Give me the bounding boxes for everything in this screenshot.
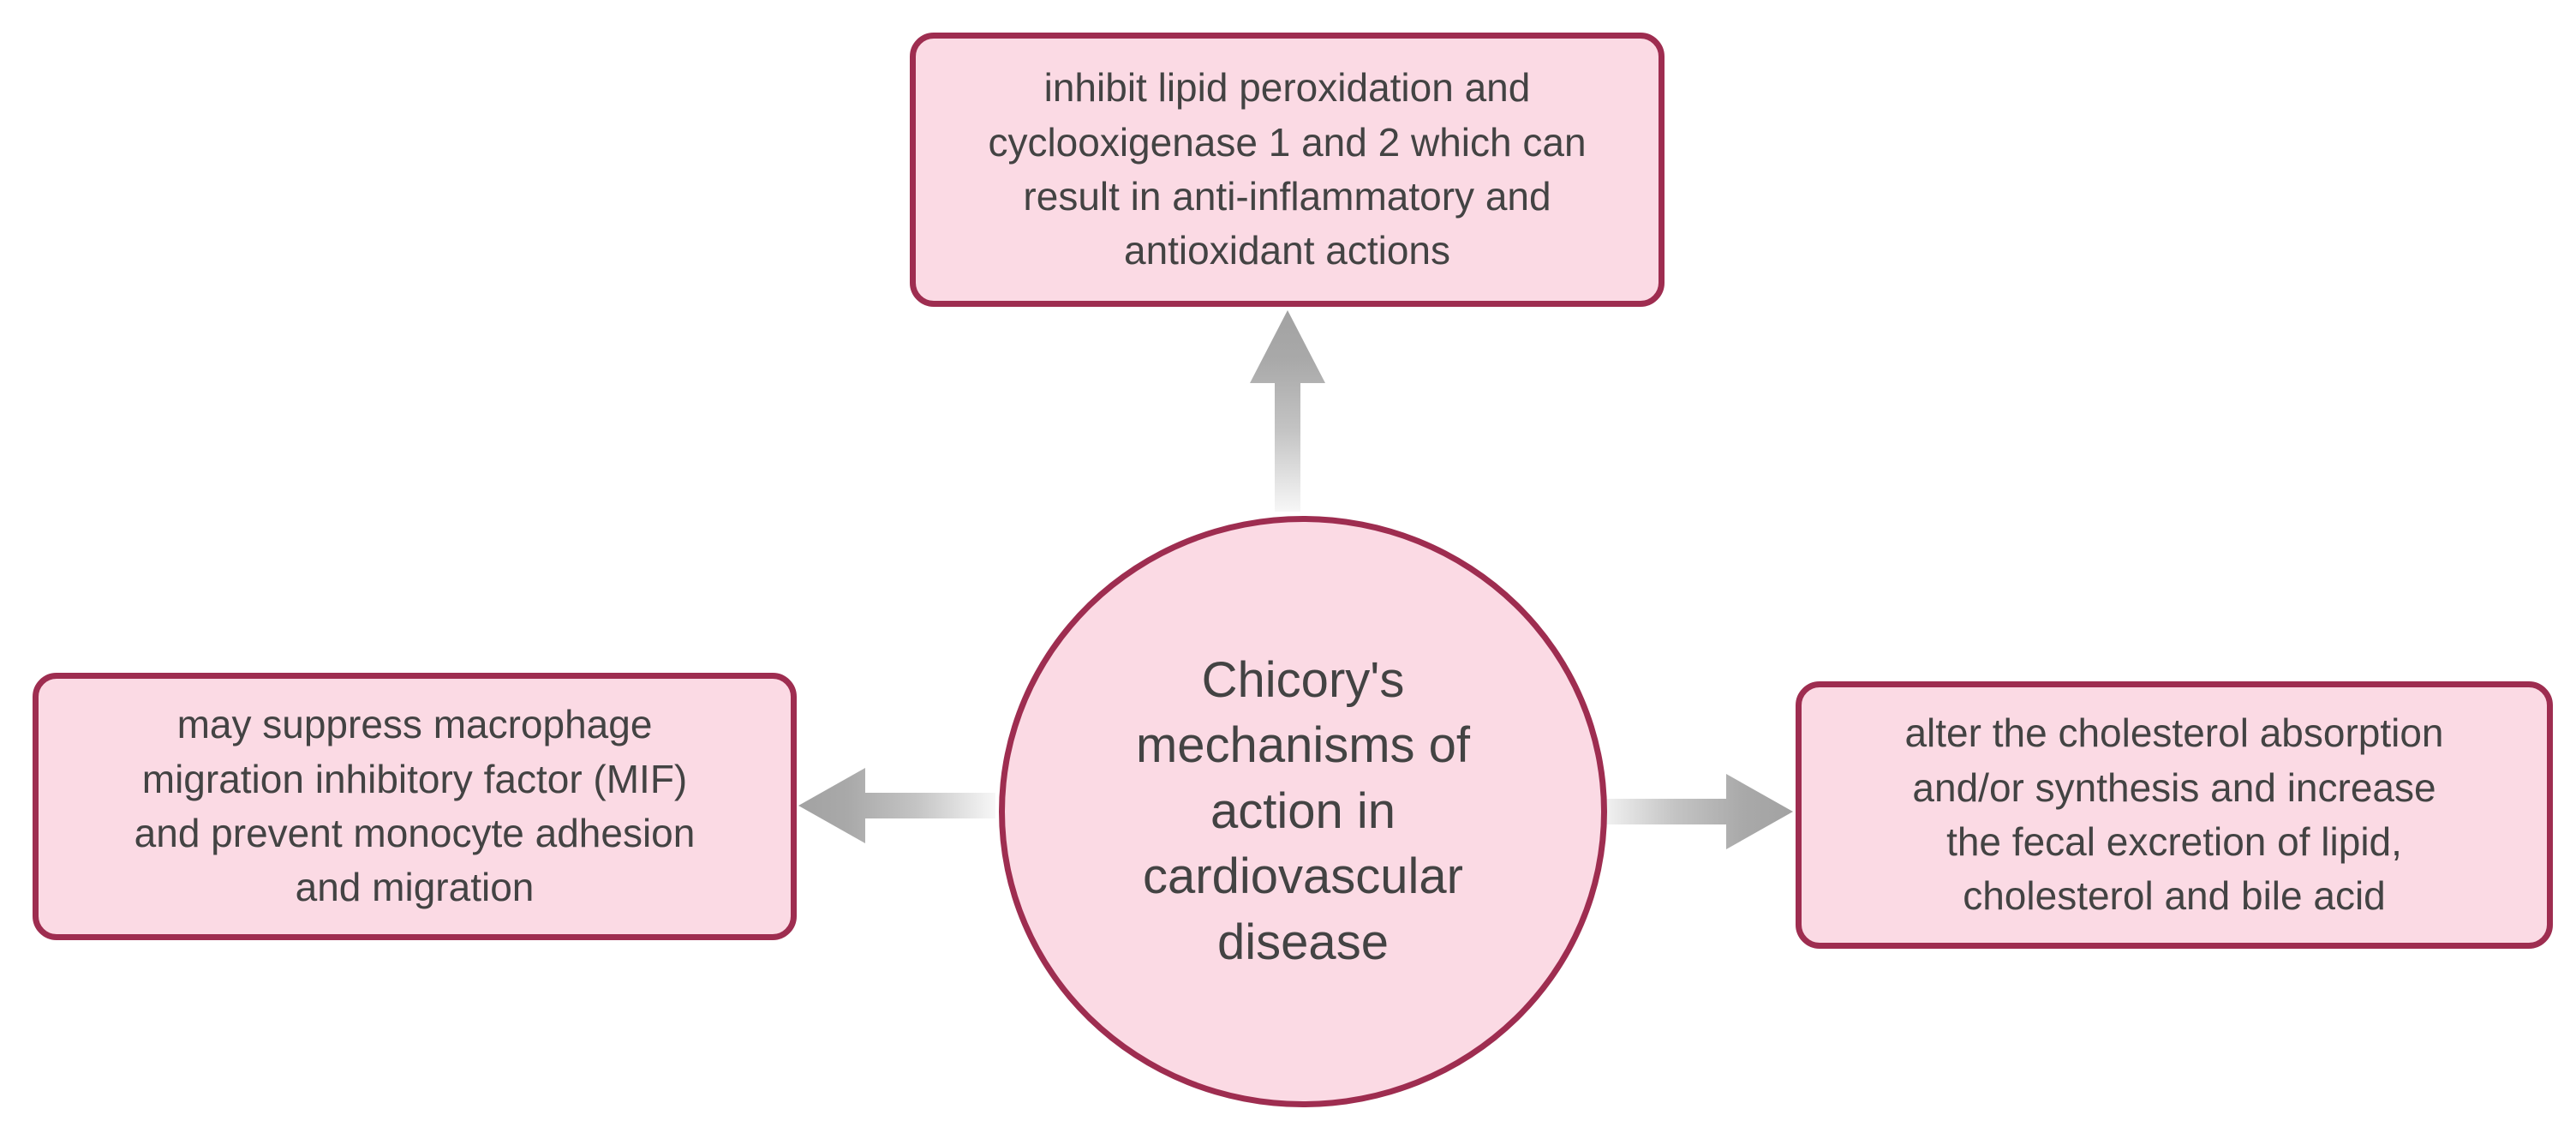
text-line: migration inhibitory factor (MIF) bbox=[141, 756, 688, 801]
arrow-right-connector bbox=[1596, 774, 1793, 849]
arrow-left-connector bbox=[798, 768, 995, 843]
text-line: the fecal excretion of lipid, bbox=[1946, 819, 2402, 864]
text-line: and/or synthesis and increase bbox=[1912, 764, 2436, 810]
text-line: and migration bbox=[295, 865, 535, 910]
text-line: cyclooxigenase 1 and 2 which can bbox=[988, 119, 1587, 165]
text-line: may suppress macrophage bbox=[176, 702, 653, 747]
text-line: inhibit lipid peroxidation and bbox=[1043, 65, 1531, 111]
text-line: mechanisms of bbox=[1135, 717, 1471, 774]
text-line: and prevent monocyte adhesion bbox=[134, 811, 696, 855]
text-line: result in anti-inflammatory and bbox=[1023, 174, 1551, 219]
arrow-up-connector bbox=[1250, 310, 1325, 512]
text-line: action in bbox=[1210, 782, 1396, 839]
node-left: may suppress macrophage migration inhibi… bbox=[33, 673, 797, 940]
text-line: disease bbox=[1217, 914, 1389, 970]
text-line: antioxidant actions bbox=[1123, 228, 1451, 273]
node-top: inhibit lipid peroxidation and cyclooxig… bbox=[910, 33, 1665, 307]
text-line: cardiovascular bbox=[1143, 848, 1463, 905]
node-center: Chicory's mechanisms of action in cardio… bbox=[999, 516, 1607, 1107]
text-line: alter the cholesterol absorption bbox=[1904, 710, 2444, 756]
text-line: cholesterol and bile acid bbox=[1963, 873, 2386, 919]
text-line: Chicory's bbox=[1201, 651, 1405, 708]
node-right: alter the cholesterol absorption and/or … bbox=[1796, 681, 2553, 949]
